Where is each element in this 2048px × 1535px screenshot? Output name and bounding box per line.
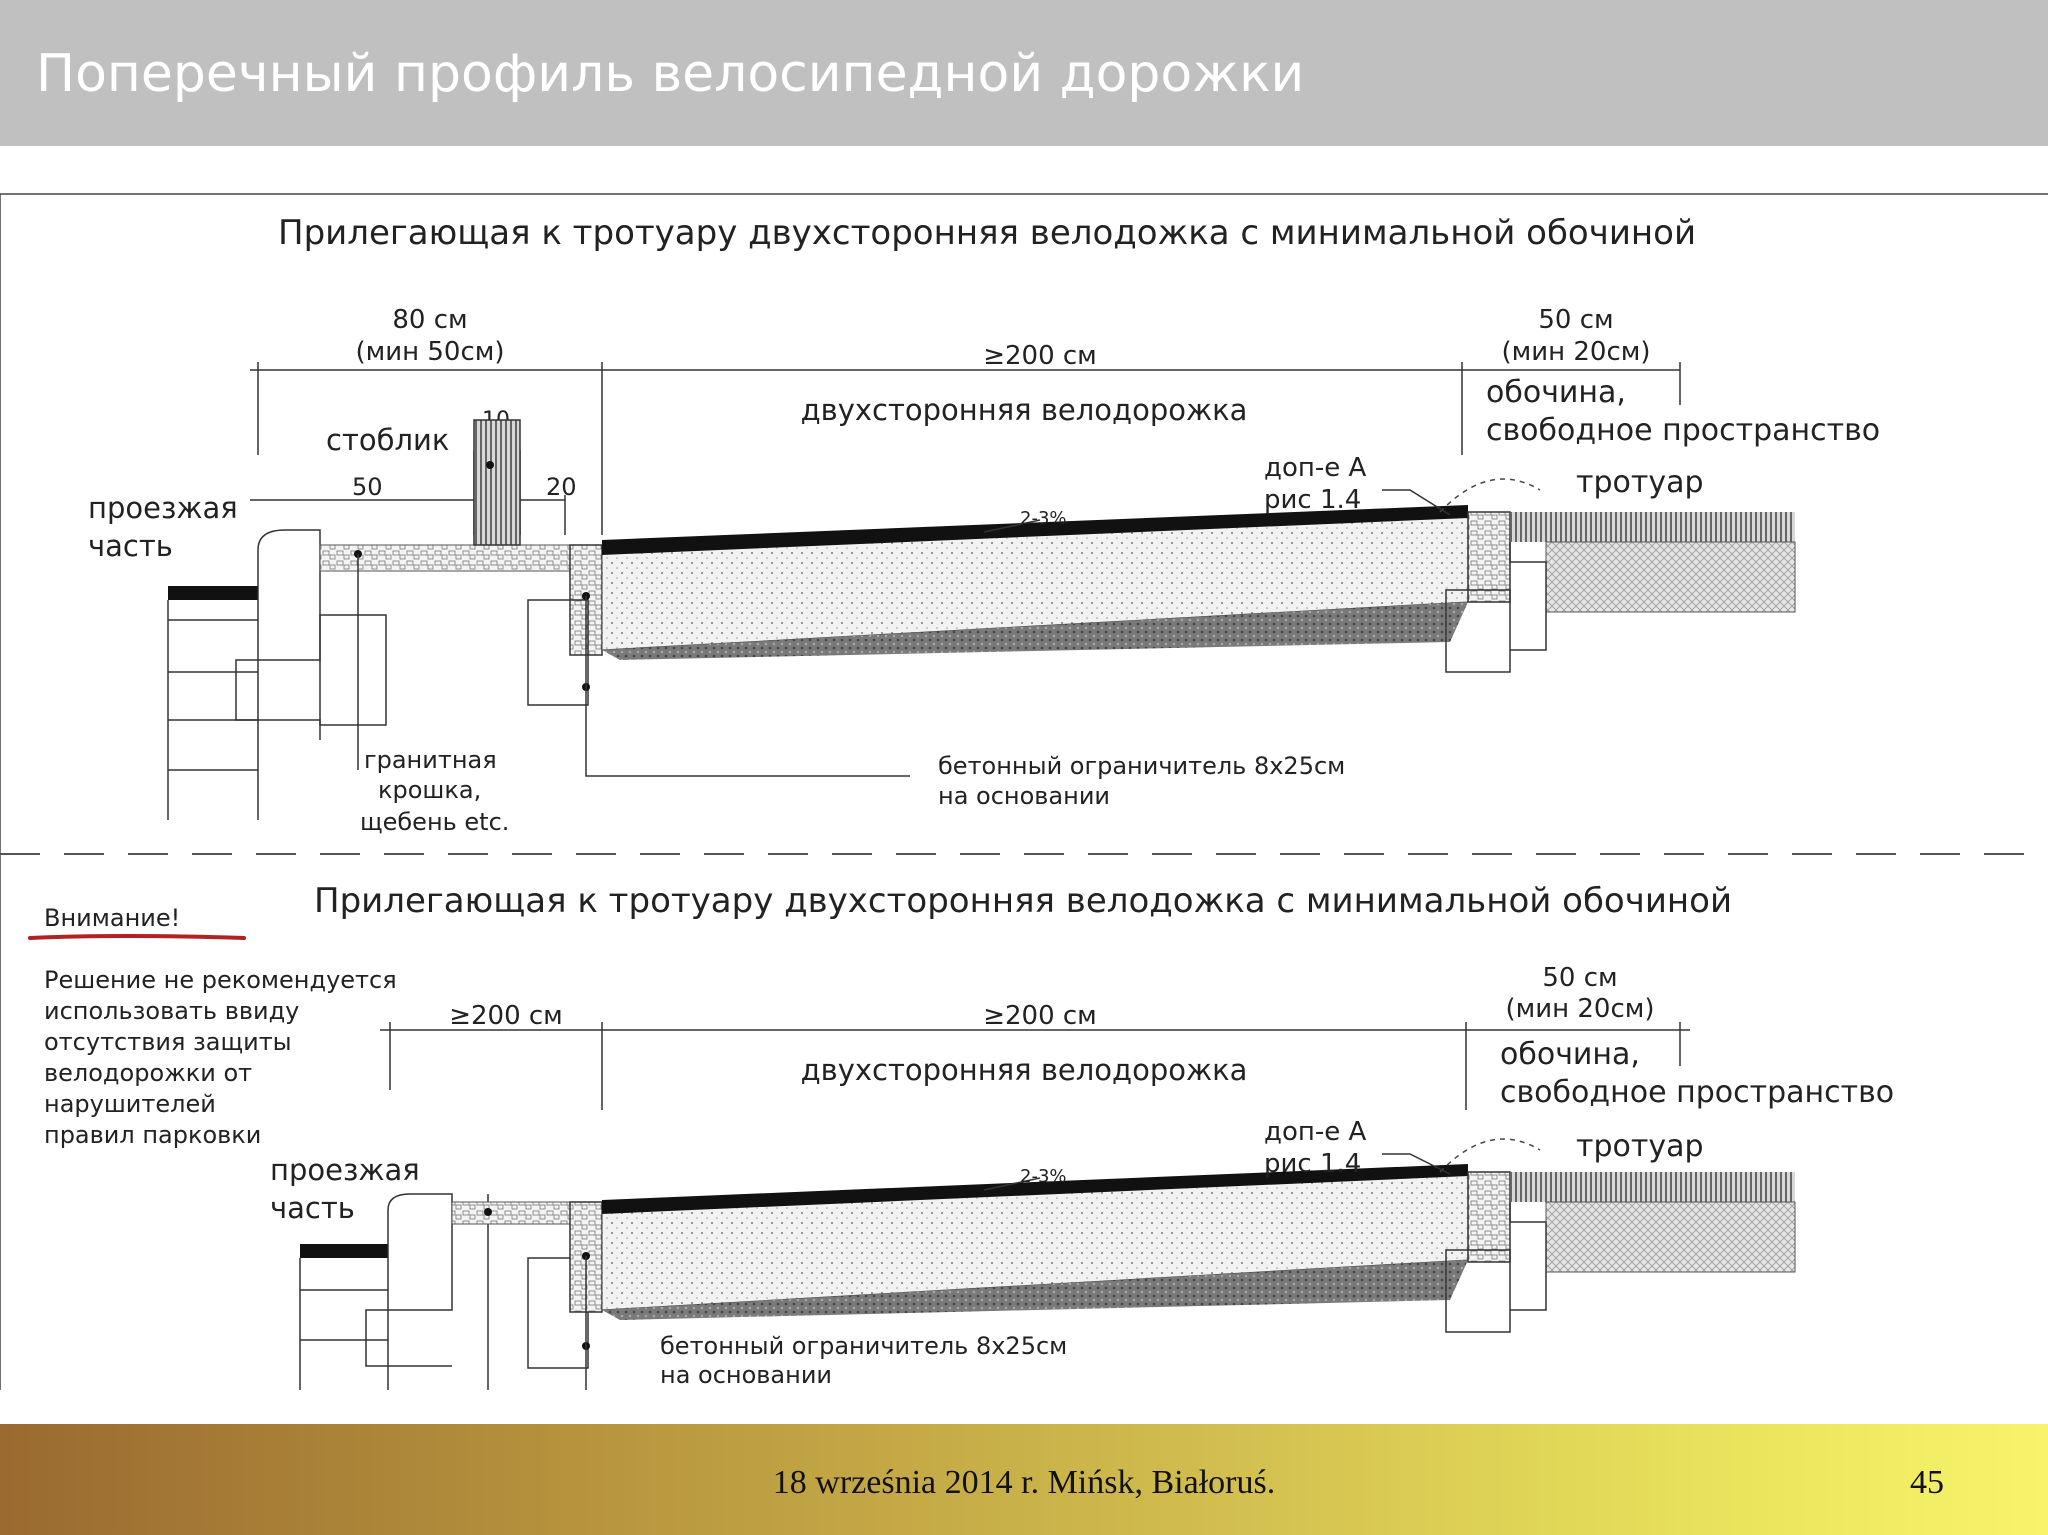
warning-line: правил парковки	[44, 1121, 261, 1149]
top-sidewalk	[1439, 478, 1796, 673]
top-curb-label-2: на основании	[938, 782, 1110, 810]
top-gravel-label-2: крошка,	[378, 776, 481, 804]
bottom-curb-label-2: на основании	[660, 1361, 832, 1389]
footer-bar: 18 września 2014 r. Mińsk, Białoruś. 45	[0, 1424, 2048, 1535]
slide-title: Поперечный профиль велосипедной дорожки	[36, 44, 1305, 104]
bottom-gravel-strip	[451, 1201, 571, 1225]
top-post-label: стоблик	[326, 423, 449, 457]
bottom-shoulder-1: обочина,	[1500, 1037, 1640, 1072]
bottom-note-2: рис 1.4	[1264, 1149, 1361, 1179]
top-road-label-2: часть	[88, 529, 173, 563]
warning-line: использовать ввиду	[44, 997, 299, 1025]
warning-line: отсутствия защиты	[44, 1028, 292, 1056]
top-slope-label: 2-3%	[1020, 508, 1067, 529]
bottom-road-label-1: проезжая	[270, 1153, 420, 1187]
warning-underline	[28, 934, 246, 940]
top-dim-20: 20	[546, 473, 577, 501]
figure-bottom: Внимание! Решение не рекомендуется испол…	[28, 881, 1894, 1390]
top-dim-left-value: 80 см	[392, 305, 467, 335]
page-number: 45	[1910, 1464, 1944, 1501]
top-note-1: доп-е А	[1264, 453, 1367, 483]
bottom-sidewalk	[1439, 1138, 1796, 1333]
title-bar: Поперечный профиль велосипедной дорожки	[0, 0, 2048, 146]
frame-lines	[0, 193, 2048, 1390]
bottom-dim-right-value: 50 см	[1542, 963, 1617, 993]
footer-date-location: 18 września 2014 r. Mińsk, Białoruś.	[772, 1464, 1276, 1501]
top-dim-50: 50	[352, 473, 383, 501]
warning-line: велодорожки от	[44, 1059, 252, 1087]
top-gravel-label-1: гранитная	[364, 746, 497, 774]
top-curb-label-1: бетонный ограничитель 8х25см	[938, 752, 1345, 780]
bottom-sidewalk-label: тротуар	[1576, 1129, 1704, 1164]
top-shoulder-2: свободное пространство	[1486, 413, 1880, 448]
top-sidewalk-label: тротуар	[1576, 465, 1704, 500]
bottom-shoulder-2: свободное пространство	[1500, 1075, 1894, 1110]
bottom-slope-label: 2-3%	[1020, 1166, 1067, 1187]
top-note-leader	[1382, 489, 1451, 516]
warning-line: Решение не рекомендуется	[44, 966, 397, 994]
bottom-dim-center: ≥200 см	[983, 1001, 1097, 1031]
top-dim-right-min: (мин 20см)	[1501, 337, 1650, 367]
top-dim-right-value: 50 см	[1538, 305, 1613, 335]
bottom-roadway	[299, 1244, 388, 1390]
top-gravel-label-3: щебень etc.	[360, 808, 509, 836]
top-note-2: рис 1.4	[1264, 485, 1361, 515]
bottom-bike-path-section: 2-3%	[569, 1164, 1469, 1350]
bottom-road-label-2: часть	[270, 1191, 355, 1225]
cross-section-drawing: Прилегающая к тротуару двухсторонняя вел…	[0, 193, 2048, 1390]
top-road-label-1: проезжая	[88, 491, 238, 525]
bottom-curb-label-1: бетонный ограничитель 8х25см	[660, 1332, 1067, 1360]
bottom-dim-right-min: (мин 20см)	[1505, 994, 1654, 1024]
bottom-note-1: доп-е А	[1264, 1117, 1367, 1147]
bottom-road-curb	[365, 1193, 589, 1390]
top-heading: Прилегающая к тротуару двухсторонняя вел…	[278, 213, 1696, 253]
top-shoulder-1: обочина,	[1486, 375, 1626, 410]
warning-text: Решение не рекомендуется использовать вв…	[44, 966, 397, 1149]
bottom-dim-left: ≥200 см	[449, 1001, 563, 1031]
top-bike-path-section: 2-3%	[527, 505, 1469, 706]
top-post	[473, 419, 521, 546]
warning-title: Внимание!	[44, 904, 180, 932]
warning-line: нарушителей	[44, 1090, 216, 1118]
top-path-label: двухсторонняя велодорожка	[801, 393, 1248, 427]
figure-top: Прилегающая к тротуару двухсторонняя вел…	[88, 213, 1880, 836]
top-dim-left-min: (мин 50см)	[355, 337, 504, 367]
top-curb-leader	[585, 596, 910, 777]
bottom-note-leader	[1382, 1153, 1451, 1175]
bottom-gravel-marker	[484, 1208, 492, 1216]
top-dim-center: ≥200 см	[983, 341, 1097, 371]
bottom-heading: Прилегающая к тротуару двухсторонняя вел…	[314, 881, 1732, 921]
bottom-dimension-lines	[380, 1022, 1690, 1110]
top-roadway	[167, 586, 258, 820]
bottom-path-label: двухсторонняя велодорожка	[801, 1053, 1248, 1087]
top-road-curb	[235, 529, 387, 820]
top-post-marker	[486, 461, 494, 469]
